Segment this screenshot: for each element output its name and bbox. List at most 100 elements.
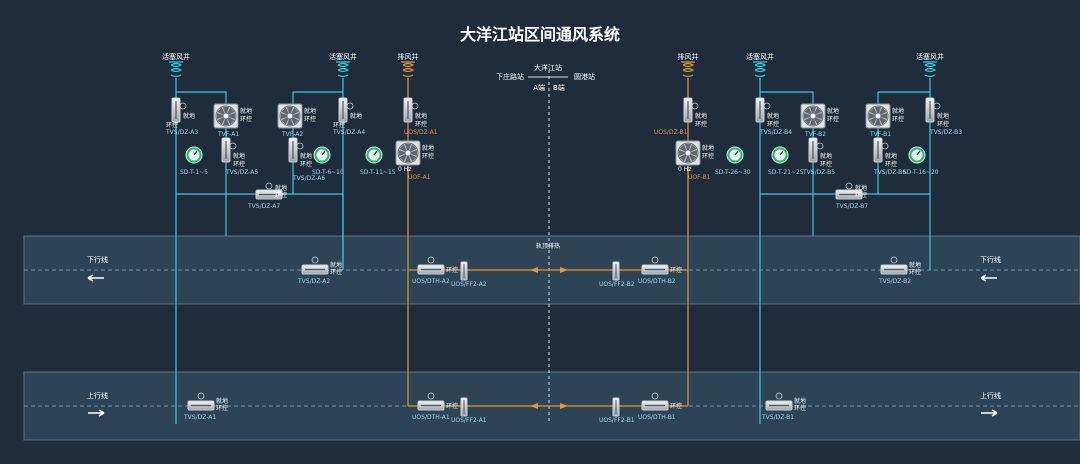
arrow-right-icon bbox=[88, 409, 105, 417]
arrow-left-icon bbox=[87, 274, 104, 282]
damper-tvs-dz-a4[interactable]: 就地 环控 TVS/DZ-A4 bbox=[332, 97, 365, 136]
damper-remote-status: 环控 bbox=[233, 160, 245, 168]
fan-local-status: 就地 bbox=[892, 107, 904, 115]
fan-uof-a1[interactable]: 就地 环控 0 Hz UOF-A1 bbox=[395, 140, 434, 181]
fan-icon bbox=[213, 103, 239, 129]
damper-tvs-dz-a2[interactable]: 就地 环控 TVS/DZ-A2 bbox=[297, 256, 342, 285]
fan-tvf-a1[interactable]: 就地 环控 TVF-A1 bbox=[213, 103, 252, 138]
fire-damper-label: UOS/FF2-B2 bbox=[599, 281, 635, 288]
upline-right: 上行线 bbox=[980, 391, 1001, 417]
damper-tvs-dz-b5[interactable]: 就地 环控 TVS/DZ-B5 bbox=[802, 137, 835, 176]
downline-label-right: 下行线 bbox=[980, 255, 1001, 264]
damper-local-status: 就地 bbox=[183, 112, 195, 120]
damper-uos-dz-a1[interactable]: 就地 环控 UOS/DZ-A1 bbox=[403, 97, 438, 136]
damper-label: UOS/DZ-B1 bbox=[654, 129, 688, 136]
gauge-icon bbox=[365, 146, 383, 164]
shaft-1[interactable]: 活塞风井 bbox=[162, 52, 190, 78]
damper-tvs-dz-a7[interactable]: 就地 环控 TVS/DZ-A7 bbox=[247, 182, 287, 210]
fire-damper-uos-ff2-b2[interactable]: UOS/FF2-B2 bbox=[599, 261, 635, 288]
gauge-sd-t-26-30[interactable]: SD-T-26~30 bbox=[715, 146, 751, 176]
shaft-coil-icon bbox=[753, 61, 767, 78]
damper-label: TVS/DZ-A5 bbox=[225, 169, 258, 176]
fan-uof-b1[interactable]: 就地 环控 0 Hz UOF-B1 bbox=[675, 140, 714, 181]
end-a-label: A端 bbox=[533, 83, 545, 92]
shaft-label: 排风井 bbox=[678, 52, 699, 61]
damper-remote-status: 环控 bbox=[330, 268, 342, 276]
fan-label: UOF-B1 bbox=[688, 174, 711, 181]
fan-local-status: 就地 bbox=[422, 144, 434, 152]
fan-label: TVF-A1 bbox=[217, 131, 239, 138]
damper-label: UOS/DTH-B1 bbox=[638, 414, 676, 421]
fire-damper-uos-ff2-a2[interactable]: UOS/FF2-A2 bbox=[451, 261, 487, 288]
downline-left: 下行线 bbox=[87, 255, 108, 282]
shaft-label: 活塞风井 bbox=[746, 52, 774, 61]
shaft-5[interactable]: 活塞风井 bbox=[746, 52, 774, 78]
damper-uos-dth-b2[interactable]: 环控 UOS/DTH-B2 bbox=[638, 256, 682, 285]
right-station-label: 圆港站 bbox=[574, 72, 595, 81]
damper-label: TVS/DZ-B5 bbox=[802, 169, 835, 176]
damper-uos-dz-b1[interactable]: 就地 环控 UOS/DZ-B1 bbox=[654, 97, 707, 136]
damper-uos-dth-b1[interactable]: 环控 UOS/DTH-B1 bbox=[638, 392, 682, 421]
shaft-label: 排风井 bbox=[398, 52, 419, 61]
damper-label: TVS/DZ-B6 bbox=[873, 169, 906, 176]
damper-tvs-dz-a3[interactable]: 就地 环控 TVS/DZ-A3 bbox=[165, 97, 198, 136]
fan-tvf-b2[interactable]: 就地 环控 TVF-B2 bbox=[800, 103, 839, 138]
gauge-icon bbox=[908, 146, 926, 164]
damper-tvs-dz-b3[interactable]: 就地 环控 TVS/DZ-B3 bbox=[925, 97, 962, 136]
shaft-2[interactable]: 活塞风井 bbox=[329, 52, 357, 78]
damper-remote-status: 环控 bbox=[855, 191, 867, 199]
gauge-sd-t-1-5[interactable]: SD-T-1~5 bbox=[180, 146, 208, 176]
gauge-label: SD-T-6~10 bbox=[312, 169, 344, 176]
damper-tvs-dz-a5[interactable]: 就地 环控 TVS/DZ-A5 bbox=[221, 137, 258, 176]
damper-local-status: 就地 bbox=[695, 112, 707, 120]
downline-label-left: 下行线 bbox=[87, 255, 108, 264]
damper-tvs-dz-b2[interactable]: 就地 环控 TVS/DZ-B2 bbox=[878, 256, 921, 285]
damper-tvs-dz-a6[interactable]: 就地 环控 TVS/DZ-A6 bbox=[288, 137, 325, 182]
damper-remote-status: 环控 bbox=[670, 402, 682, 410]
shafts: 活塞风井 活塞风井 排风井 排风井 活塞风井 活塞风井 bbox=[162, 52, 944, 78]
flow-arrows bbox=[530, 267, 568, 409]
damper-local-status: 就地 bbox=[855, 184, 867, 192]
left-station-label: 下庄路站 bbox=[496, 72, 524, 81]
fire-damper-uos-ff2-b1[interactable]: UOS/FF2-B1 bbox=[599, 397, 635, 424]
fan-tvf-a2[interactable]: 就地 环控 TVF-A2 bbox=[277, 103, 316, 138]
damper-label: UOS/DZ-A1 bbox=[404, 129, 438, 136]
upline-left: 上行线 bbox=[87, 391, 108, 417]
gauge-icon bbox=[313, 146, 331, 164]
damper-label: TVS/DZ-A7 bbox=[247, 203, 280, 210]
damper-tvs-dz-a1[interactable]: 就地 环控 TVS/DZ-A1 bbox=[183, 392, 228, 421]
damper-remote-status: 环控 bbox=[300, 160, 312, 168]
shaft-3[interactable]: 排风井 bbox=[398, 52, 419, 78]
damper-uos-dth-a1[interactable]: 环控 UOS/DTH-A1 bbox=[412, 392, 458, 421]
gauge-label: SD-T-1~5 bbox=[180, 169, 208, 176]
damper-tvs-dz-b4[interactable]: 就地 环控 TVS/DZ-B4 bbox=[755, 97, 792, 136]
gauge-sd-t-21-25[interactable]: SD-T-21~25 bbox=[768, 146, 804, 176]
damper-remote-status: 环控 bbox=[446, 266, 458, 274]
shaft-coil-icon bbox=[336, 61, 350, 78]
fan-remote-status: 环控 bbox=[422, 152, 434, 160]
gauge-sd-t-16-20[interactable]: SD-T-16~20 bbox=[903, 146, 939, 176]
fan-tvf-b1[interactable]: 就地 环控 TVF-B1 bbox=[865, 103, 904, 138]
damper-label: TVS/DZ-A2 bbox=[297, 278, 330, 285]
damper-remote-status: 环控 bbox=[670, 266, 682, 274]
damper-label: UOS/DTH-B2 bbox=[638, 278, 676, 285]
shaft-coil-icon bbox=[923, 61, 937, 78]
shaft-6[interactable]: 活塞风井 bbox=[916, 52, 944, 78]
damper-local-status: 就地 bbox=[937, 112, 949, 120]
gauge-sd-t-11-15[interactable]: SD-T-11~15 bbox=[360, 146, 396, 176]
damper-remote-status: 环控 bbox=[333, 121, 345, 129]
shaft-4[interactable]: 排风井 bbox=[678, 52, 699, 78]
damper-tvs-dz-b1[interactable]: 就地 环控 TVS/DZ-B1 bbox=[761, 392, 806, 421]
shaft-label: 活塞风井 bbox=[329, 52, 357, 61]
damper-tvs-dz-b7[interactable]: 就地 环控 TVS/DZ-B7 bbox=[835, 182, 868, 210]
fan-label: TVF-A2 bbox=[281, 131, 303, 138]
fan-remote-status: 环控 bbox=[240, 115, 252, 123]
fire-damper-uos-ff2-a1[interactable]: UOS/FF2-A1 bbox=[451, 397, 487, 424]
gauge-sd-t-6-10[interactable]: SD-T-6~10 bbox=[312, 146, 344, 176]
damper-label: TVS/DZ-A6 bbox=[292, 175, 325, 182]
damper-tvs-dz-b6[interactable]: 就地 环控 TVS/DZ-B6 bbox=[873, 137, 906, 176]
damper-uos-dth-a2[interactable]: 环控 UOS/DTH-A2 bbox=[412, 256, 458, 285]
damper-remote-status: 环控 bbox=[937, 120, 949, 128]
damper-label: TVS/DZ-B2 bbox=[878, 278, 911, 285]
